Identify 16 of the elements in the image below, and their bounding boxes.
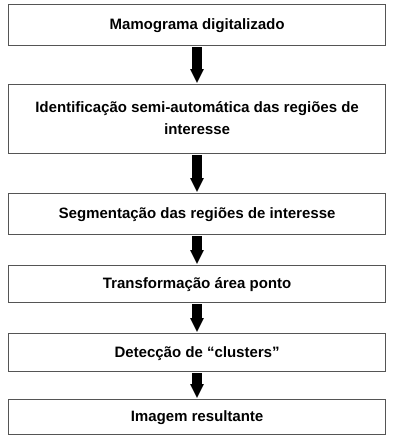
arrow <box>190 155 204 192</box>
process-box <box>8 399 386 435</box>
step-label: Mamograma digitalizado <box>109 15 285 36</box>
step-label: Imagem resultante <box>130 407 264 428</box>
step-label: Transformação área ponto <box>102 274 292 294</box>
process-box <box>8 84 386 154</box>
process-box <box>8 4 386 46</box>
process-box <box>8 193 386 235</box>
arrow <box>190 47 204 83</box>
step-label: Identificação semi-automática das regiões de interesse <box>34 98 360 140</box>
arrow <box>190 236 204 264</box>
step-label: Detecção de “clusters” <box>114 342 280 363</box>
process-box <box>8 265 386 303</box>
process-box <box>8 333 386 372</box>
arrow <box>190 304 204 332</box>
step-label: Segmentação das regiões de interesse <box>58 204 336 224</box>
